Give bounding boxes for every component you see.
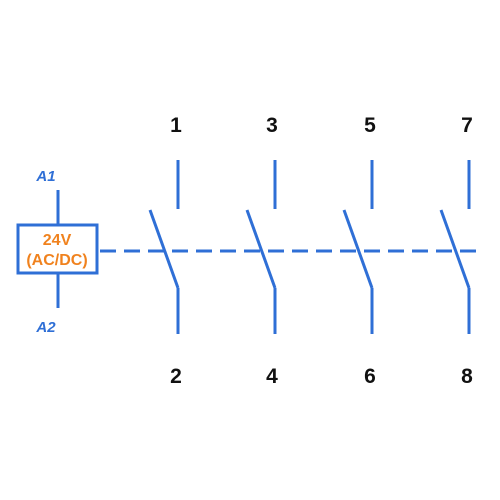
contact-7-8: 7 8 [439,114,473,388]
terminal-label-3: 3 [266,114,278,137]
contact-7-8-moving-blade [439,209,471,289]
terminal-label-8: 8 [461,365,473,388]
terminal-label-7: 7 [461,114,473,137]
coil-voltage-label: 24V [43,232,72,249]
coil-box [16,223,99,275]
coil-terminal-a1-label: A1 [35,168,55,185]
contact-5-6-moving-blade [342,209,374,289]
terminal-label-1: 1 [170,114,182,137]
contact-3-4-moving-blade [245,209,277,289]
contact-1-2: 1 2 [148,114,182,388]
contact-5-6: 5 6 [342,114,376,388]
terminal-label-4: 4 [266,365,278,388]
coil-terminal-a2-label: A2 [35,319,56,336]
terminal-label-6: 6 [364,365,376,388]
terminal-label-5: 5 [364,114,376,137]
terminal-label-2: 2 [170,365,182,388]
contact-3-4: 3 4 [245,114,278,388]
contact-1-2-moving-blade [148,209,180,289]
coil-type-label: (AC/DC) [26,252,87,269]
